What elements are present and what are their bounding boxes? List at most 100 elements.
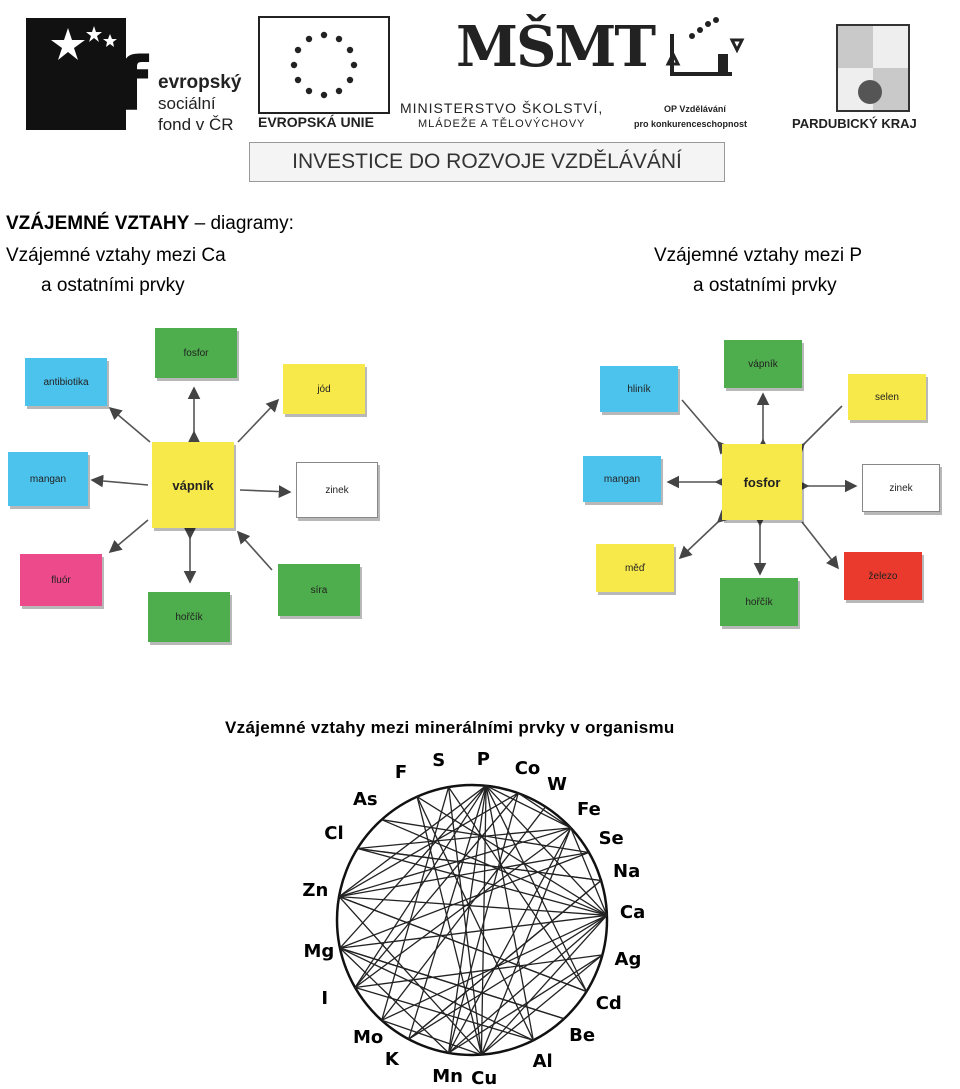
- left-caption-line-2: a ostatními prvky: [41, 275, 185, 296]
- interaction-line: [339, 851, 590, 949]
- ca-box-fosfor: fosfor: [155, 328, 237, 378]
- arrow-ca-antibiotika: [108, 406, 151, 443]
- element-label: Zn: [302, 880, 329, 902]
- element-label: S: [432, 750, 446, 772]
- eu-star: [305, 35, 313, 43]
- eu-star: [320, 31, 328, 39]
- ca-box-mangan: mangan: [8, 452, 88, 506]
- p-box-selen: selen: [848, 374, 926, 420]
- arrow-ca-mangan: [90, 474, 149, 488]
- element-label: P: [476, 748, 490, 770]
- p-box-med: měď: [596, 544, 674, 592]
- element-label: Na: [613, 861, 641, 883]
- arrow-p-hlinik: [681, 399, 731, 455]
- interaction-line: [357, 847, 602, 882]
- element-label: As: [352, 789, 378, 811]
- ca-box-sira: síra: [278, 564, 360, 616]
- interaction-line: [447, 785, 487, 1053]
- element-label: Mn: [432, 1065, 463, 1087]
- eu-label: EVROPSKÁ UNIE: [258, 114, 374, 130]
- element-label: Al: [532, 1050, 553, 1072]
- stars-icon: [51, 26, 117, 60]
- esf-line-3: fond v ČR: [158, 115, 234, 134]
- eu-star: [320, 91, 328, 99]
- eu-stars-icon: [290, 31, 358, 99]
- arrow-p-selen: [791, 405, 843, 457]
- ca-box-antibiotika: antibiotika: [25, 358, 107, 406]
- arrow-ca-sira: [236, 530, 273, 571]
- element-label: W: [547, 773, 567, 795]
- element-label: Be: [569, 1025, 596, 1047]
- interaction-line: [416, 796, 483, 1055]
- eu-star: [346, 76, 354, 84]
- esf-line-1: evropský: [158, 72, 242, 93]
- heading-bold: VZÁJEMNÉ VZTAHY: [6, 213, 190, 234]
- op-logo-icon: [665, 17, 745, 76]
- interaction-line: [355, 954, 603, 989]
- element-label: Ca: [619, 902, 646, 924]
- interaction-line: [354, 986, 534, 1041]
- eu-star: [294, 46, 302, 54]
- diagram-arrows: [90, 386, 858, 584]
- p-box-horcik: hořčík: [720, 578, 798, 626]
- eu-star: [335, 87, 343, 95]
- eu-flag: [258, 16, 390, 114]
- interaction-line: [381, 819, 590, 854]
- p-box-zelezo: železo: [844, 552, 922, 600]
- ca-box-fluor: fluór: [20, 554, 102, 606]
- esf-logo: esf evropský sociální fond v ČR: [8, 12, 252, 134]
- eu-star: [335, 35, 343, 43]
- interaction-line: [338, 895, 587, 993]
- element-label: I: [321, 988, 329, 1009]
- interaction-line: [381, 819, 608, 916]
- eu-star: [350, 61, 358, 69]
- arrow-p-zelezo: [801, 521, 839, 570]
- interaction-line: [480, 954, 603, 1056]
- arrow-ca-jod: [237, 398, 280, 443]
- interaction-line: [480, 827, 572, 1055]
- mineral-diagram-title: Vzájemné vztahy mezi minerálními prvky v…: [225, 718, 675, 737]
- right-caption-line-2: a ostatními prvky: [693, 275, 837, 296]
- mineral-circle: [335, 783, 609, 1057]
- interaction-line: [339, 914, 607, 949]
- msmt-logo: MŠMT: [456, 14, 656, 80]
- element-label: F: [394, 761, 408, 783]
- interaction-line: [517, 792, 572, 829]
- element-label: Co: [514, 757, 541, 779]
- eu-star: [294, 76, 302, 84]
- element-label: Fe: [577, 798, 601, 820]
- op-line-2: pro konkurenceschopnost: [634, 119, 748, 129]
- interaction-line: [338, 851, 590, 898]
- element-label: Cu: [471, 1067, 498, 1089]
- esf-mark: esf: [30, 42, 148, 128]
- region-label: PARDUBICKÝ KRAJ: [792, 116, 917, 131]
- interaction-line: [339, 947, 450, 1054]
- pardubice-coat-of-arms-icon: [836, 24, 910, 112]
- interaction-line: [448, 827, 572, 1054]
- eu-star: [346, 46, 354, 54]
- interaction-line: [338, 785, 487, 898]
- msmt-line-1: MINISTERSTVO ŠKOLSTVÍ,: [400, 100, 604, 116]
- interaction-line: [448, 954, 603, 1054]
- p-box-zinek: zinek: [862, 464, 940, 512]
- interaction-line: [354, 792, 519, 988]
- investment-banner: INVESTICE DO ROZVOJE VZDĚLÁVÁNÍ: [249, 142, 725, 182]
- element-label: Ag: [614, 949, 642, 971]
- element-label: Se: [598, 828, 624, 849]
- arrow-p-med: [678, 509, 731, 560]
- interaction-line: [485, 785, 571, 829]
- interaction-line: [338, 896, 482, 1056]
- interaction-line: [357, 847, 608, 916]
- interaction-line: [448, 786, 588, 992]
- element-label: K: [384, 1049, 399, 1071]
- eu-star: [305, 87, 313, 95]
- element-label: Mg: [303, 941, 335, 963]
- ca-box-jod: jód: [283, 364, 365, 414]
- interaction-line: [485, 785, 588, 992]
- interaction-line: [570, 827, 608, 916]
- logo-strip: esf evropský sociální fond v ČR EVROPSKÁ…: [0, 0, 960, 140]
- left-caption-line-1: Vzájemné vztahy mezi Ca: [6, 245, 226, 266]
- interaction-line: [416, 796, 534, 1041]
- page-heading: VZÁJEMNÉ VZTAHY – diagramy:: [6, 212, 294, 236]
- interaction-line: [339, 947, 565, 1020]
